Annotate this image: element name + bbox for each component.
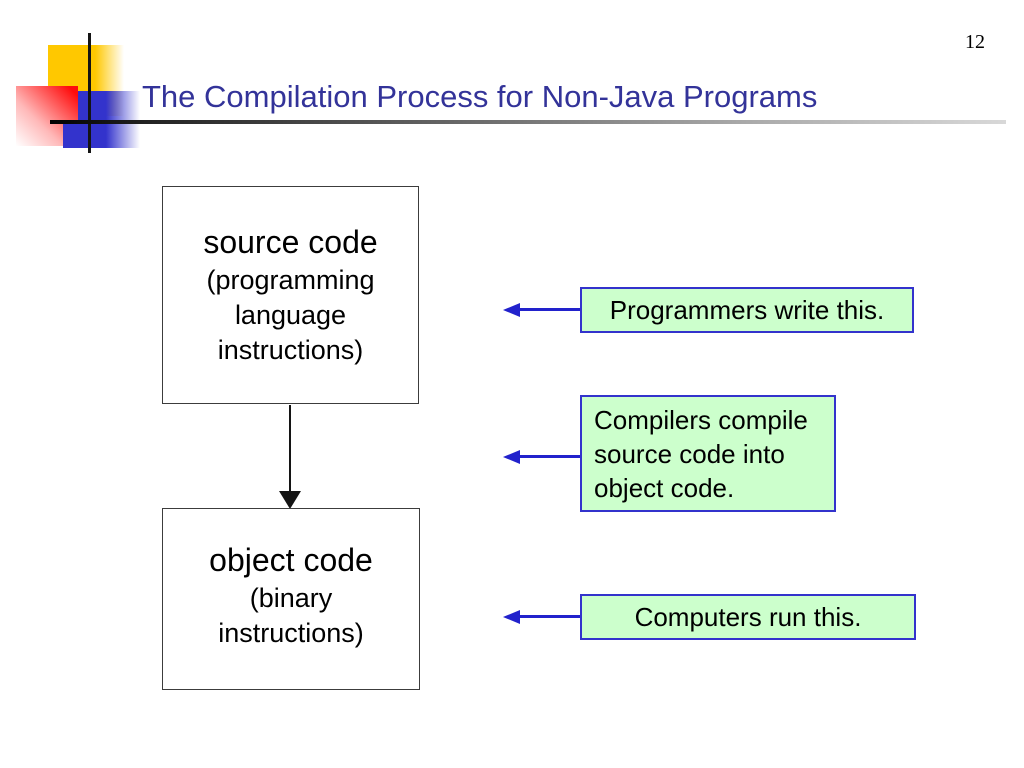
page-number: 12 (965, 31, 985, 53)
arrow-left-icon (503, 450, 520, 464)
callout-programmers: Programmers write this. (580, 287, 914, 333)
object-box-subtitle: (binary instructions) (218, 583, 364, 648)
logo-vertical-line (88, 33, 91, 153)
title-underline-rule (50, 120, 1006, 124)
callout-compilers: Compilers compile source code into objec… (580, 395, 836, 512)
source-box-subtitle: (programming language instructions) (206, 265, 375, 365)
arrow-left-icon (503, 303, 520, 317)
source-code-box: source code (programming language instru… (162, 186, 419, 404)
arrow-left-icon (503, 610, 520, 624)
object-code-box: object code (binary instructions) (162, 508, 420, 690)
connector-line (289, 405, 291, 493)
arrow-down-icon (279, 491, 301, 509)
callout-arrow-line-3 (519, 615, 580, 618)
callout-arrow-line-1 (519, 308, 580, 311)
slide-title: The Compilation Process for Non-Java Pro… (142, 79, 818, 114)
logo-blue-square-small (63, 124, 79, 148)
source-box-title: source code (203, 224, 378, 260)
callout-computers: Computers run this. (580, 594, 916, 640)
object-box-title: object code (209, 542, 373, 578)
callout-arrow-line-2 (519, 455, 580, 458)
